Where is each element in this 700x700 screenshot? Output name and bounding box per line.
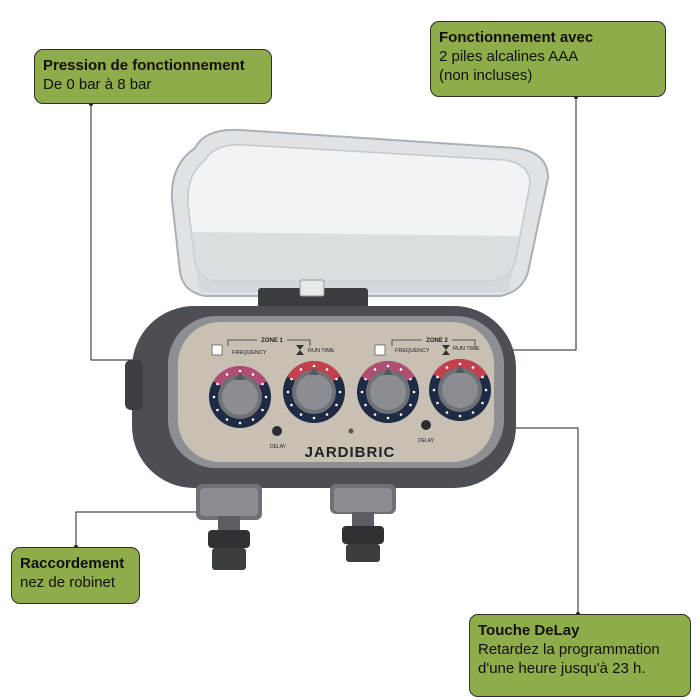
battery-callout: Fonctionnement avec 2 piles alcalines AA… — [430, 21, 666, 97]
delay-button[interactable] — [272, 426, 282, 436]
delay-label: DELAY — [418, 438, 435, 444]
battery-line-2: (non incluses) — [439, 67, 533, 84]
brand-logo: JARDIBRIC — [305, 444, 396, 461]
delay-title: Touche DeLay — [478, 622, 580, 639]
hose-connector-left — [196, 484, 262, 570]
run-time-dial[interactable] — [429, 358, 491, 421]
delay-line-2: d'une heure jusqu'à 23 h. — [478, 660, 646, 677]
zone1-label: ZONE 1 — [261, 338, 283, 344]
delay-label: DELAY — [270, 444, 287, 450]
zone2-label: ZONE 2 — [426, 338, 448, 344]
pressure-title: Pression de fonctionnement — [43, 57, 245, 74]
frequency-dial[interactable] — [357, 360, 419, 423]
run-time-label: RUN TIME — [453, 346, 480, 352]
transparent-lid — [170, 128, 550, 308]
hourglass-icon — [296, 345, 304, 355]
delay-button[interactable] — [421, 420, 431, 430]
run-time-dial[interactable] — [283, 360, 345, 423]
timer-housing — [125, 306, 516, 488]
connection-title: Raccordement — [20, 555, 125, 572]
status-led — [348, 428, 354, 434]
frequency-label: FREQUENCY — [395, 348, 430, 354]
connection-callout: Raccordement nez de robinet — [11, 547, 140, 604]
frequency-dial[interactable] — [209, 366, 271, 428]
frequency-label: FREQUENCY — [232, 350, 267, 356]
battery-title: Fonctionnement avec — [439, 29, 594, 46]
run-time-label: RUN TIME — [308, 348, 335, 354]
dials — [209, 358, 491, 428]
delay-line-1: Retardez la programmation — [478, 641, 660, 658]
connection-line-1: nez de robinet — [20, 574, 116, 591]
battery-line-1: 2 piles alcalines AAA — [439, 48, 579, 65]
calendar-icon — [374, 344, 386, 356]
delay-callout: Touche DeLay Retardez la programmation d… — [469, 614, 691, 697]
hourglass-icon — [442, 345, 450, 355]
pressure-callout: Pression de fonctionnement De 0 bar à 8 … — [34, 49, 272, 104]
calendar-icon — [211, 344, 223, 356]
pressure-line-1: De 0 bar à 8 bar — [43, 76, 152, 93]
hose-connector-right — [330, 484, 396, 562]
